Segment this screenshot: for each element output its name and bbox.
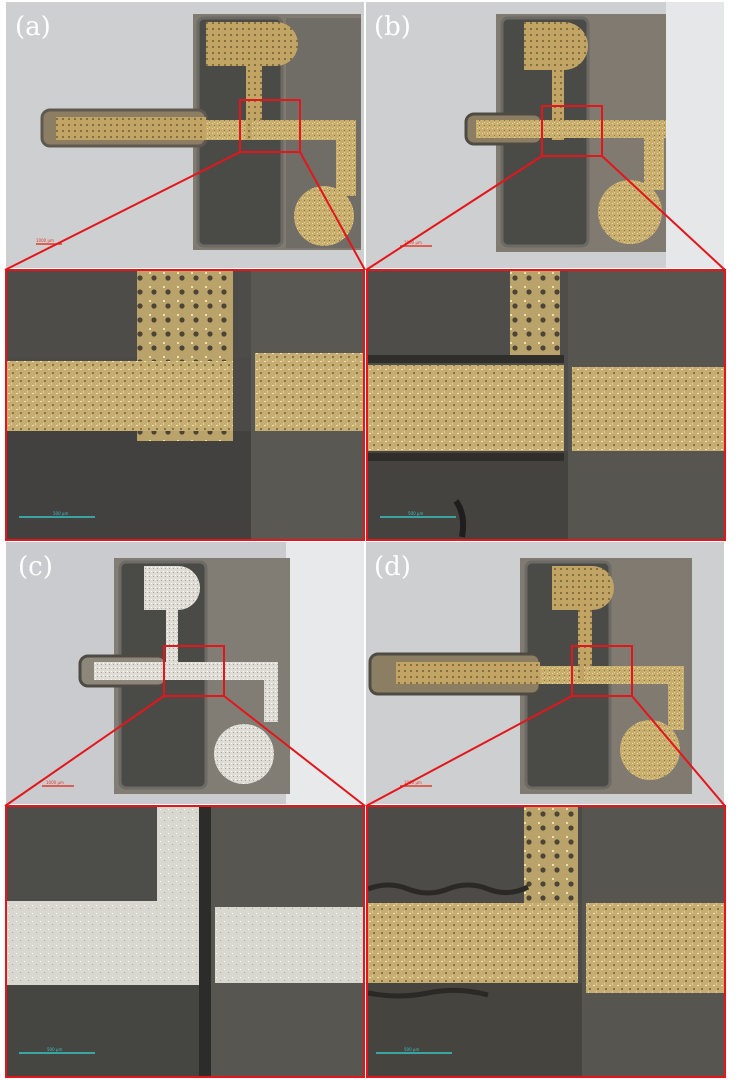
panel-a-detail-photo xyxy=(7,271,363,539)
panel-b-photo xyxy=(366,2,724,268)
overview-scale-bar-label: 1000 μm xyxy=(36,238,54,243)
panel-a-photo xyxy=(6,2,364,268)
panel-b-overview: 1000 μm (b) xyxy=(366,2,724,268)
panel-d-photo xyxy=(366,542,724,804)
panel-c-detail: 500 μm xyxy=(5,805,365,1078)
panel-d-overview: 1000 μm (d) xyxy=(366,542,724,804)
panel-d-detail: 500 μm xyxy=(366,805,726,1078)
detail-scale-bar-label: 500 μm xyxy=(47,1047,63,1052)
panel-b-detail: 500 μm xyxy=(366,269,726,541)
overview-scale-bar-label: 1000 μm xyxy=(404,780,422,785)
panel-label-d: (d) xyxy=(374,552,411,582)
overview-scale-bar-label: 1000 μm xyxy=(46,780,64,785)
panel-c-photo xyxy=(6,542,364,804)
panel-c-detail-photo xyxy=(7,807,363,1076)
overview-scale-bar-label: 1000 μm xyxy=(404,240,422,245)
panel-b-detail-photo xyxy=(368,271,724,539)
panel-label-c: (c) xyxy=(18,552,53,582)
panel-d-detail-photo xyxy=(368,807,724,1076)
panel-c-overview: 1000 μm (c) xyxy=(6,542,364,804)
panel-a-overview: 1000 μm (a) xyxy=(6,2,364,268)
panel-a-detail: 500 μm xyxy=(5,269,365,541)
panel-label-b: (b) xyxy=(374,12,411,42)
detail-scale-bar-label: 500 μm xyxy=(404,1047,420,1052)
panel-label-a: (a) xyxy=(15,12,51,42)
detail-scale-bar-label: 500 μm xyxy=(408,511,424,516)
detail-scale-bar-label: 500 μm xyxy=(53,511,69,516)
